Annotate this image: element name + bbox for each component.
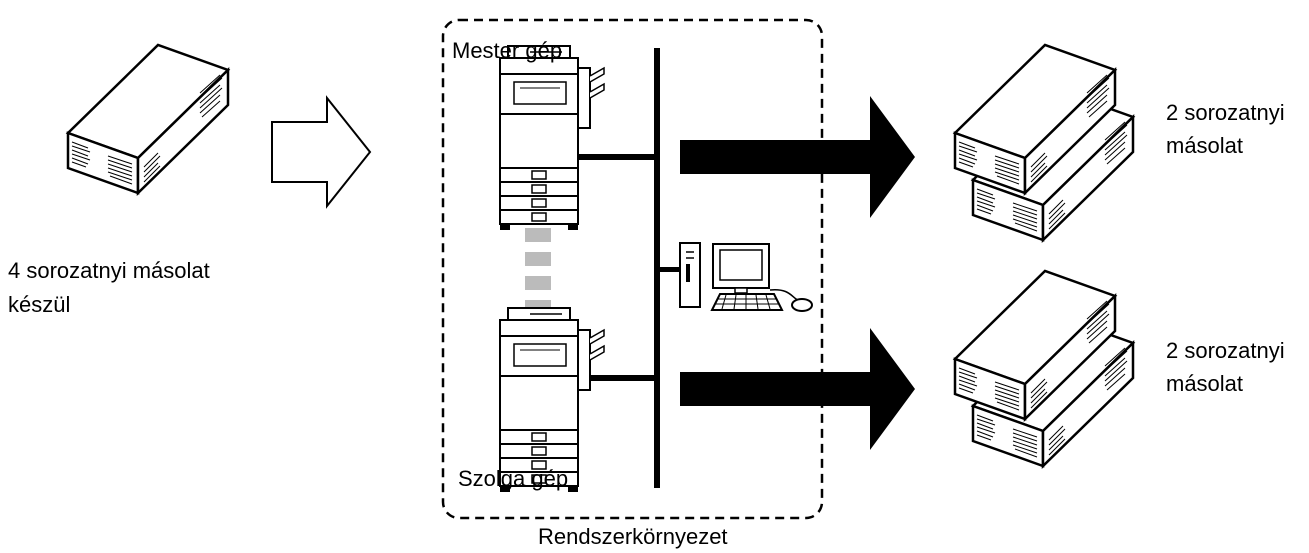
source-label-line1: 4 sorozatnyi másolat xyxy=(8,258,210,283)
solid-arrow-icon xyxy=(680,96,915,218)
environment-label: Rendszerkörnyezet xyxy=(538,524,728,549)
source-paper-stack-icon xyxy=(66,43,230,195)
master-label: Mester gép xyxy=(452,38,563,63)
hollow-arrow-icon xyxy=(271,95,372,209)
output-bottom-label-line2: másolat xyxy=(1166,371,1244,396)
master-link xyxy=(578,154,656,160)
output-top-label-line2: másolat xyxy=(1166,133,1244,158)
slave-link xyxy=(578,375,656,381)
copier-pairing-link xyxy=(525,228,551,314)
source-label-line2: készül xyxy=(8,292,71,317)
computer-icon xyxy=(679,242,813,312)
master-copier-icon xyxy=(499,45,605,231)
output-top-label-line1: 2 sorozatnyi xyxy=(1166,100,1285,125)
network-backbone xyxy=(654,48,660,488)
slave-label: Szolga gép xyxy=(458,466,569,491)
system-environment-frame xyxy=(441,18,824,520)
computer-link xyxy=(660,267,680,272)
output-bottom-label-line1: 2 sorozatnyi xyxy=(1166,338,1285,363)
solid-arrow-icon xyxy=(680,328,915,450)
